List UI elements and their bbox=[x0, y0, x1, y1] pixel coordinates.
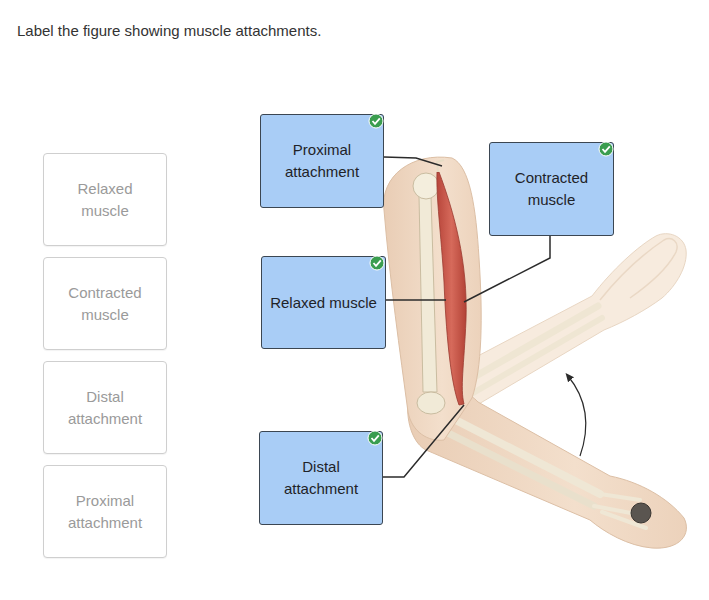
humeral-head bbox=[413, 173, 439, 199]
placed-label-box: Contracted muscle bbox=[489, 142, 614, 236]
biceps-muscle bbox=[437, 172, 466, 405]
placed-label-box: Distal attachment bbox=[259, 431, 383, 525]
label-text: Contracted muscle bbox=[490, 167, 613, 211]
held-weight bbox=[631, 503, 651, 523]
ulna-bone bbox=[430, 424, 594, 506]
word-bank-box: Proximal attachment bbox=[43, 465, 167, 558]
word-bank-box: Contracted muscle bbox=[43, 257, 167, 350]
leader-line bbox=[383, 405, 464, 477]
label-text: Distal attachment bbox=[44, 386, 166, 430]
label-text: Relaxed muscle bbox=[44, 178, 166, 222]
leader-line bbox=[384, 157, 442, 166]
raised-hand-outline bbox=[600, 239, 677, 300]
leader-line bbox=[386, 299, 446, 301]
placed-label-box: Relaxed muscle bbox=[261, 256, 386, 349]
motion-arrow bbox=[568, 376, 586, 456]
figure-title: Label the figure showing muscle attachme… bbox=[17, 22, 321, 39]
leader-line bbox=[464, 236, 550, 302]
raised-forearm bbox=[455, 234, 686, 408]
label-text: Proximal attachment bbox=[44, 490, 166, 534]
raised-radius bbox=[462, 306, 598, 384]
radius-bone bbox=[440, 412, 600, 494]
label-text: Distal attachment bbox=[260, 456, 382, 500]
word-bank-box: Distal attachment bbox=[43, 361, 167, 454]
word-bank-box: Relaxed muscle bbox=[43, 153, 167, 246]
upper-arm bbox=[384, 157, 482, 440]
elbow-joint bbox=[417, 392, 445, 414]
label-text: Contracted muscle bbox=[44, 282, 166, 326]
label-text: Proximal attachment bbox=[261, 139, 383, 183]
placed-label-box: Proximal attachment bbox=[260, 114, 384, 208]
humerus-shaft bbox=[419, 196, 437, 392]
label-text: Relaxed muscle bbox=[262, 292, 385, 314]
raised-ulna bbox=[468, 318, 602, 396]
